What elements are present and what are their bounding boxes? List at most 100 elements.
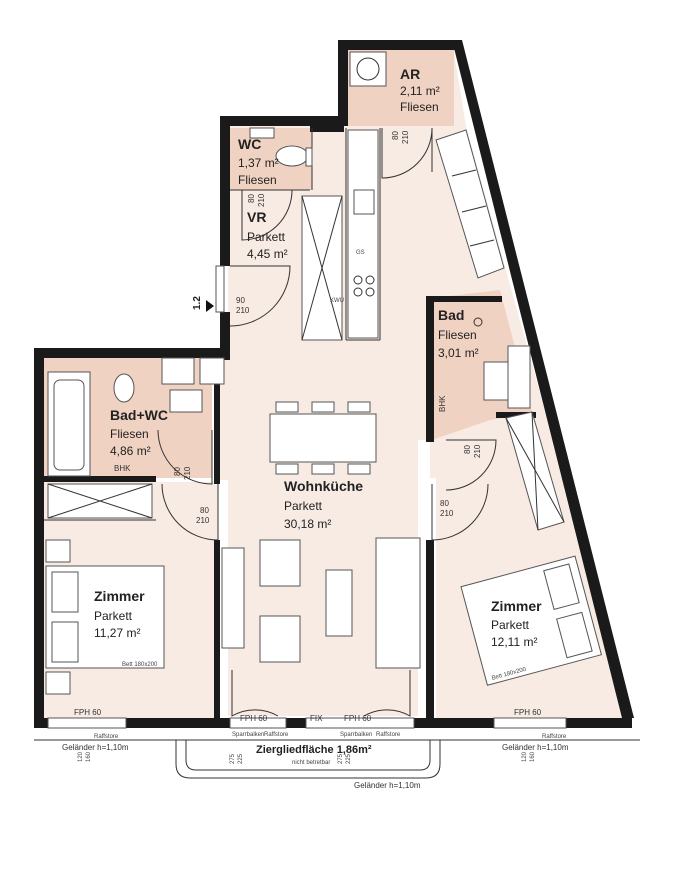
kitchen-gs-label: GS (356, 250, 365, 256)
door-entry[interactable] (229, 265, 291, 327)
door-bad-width: 80 (463, 445, 472, 454)
wc-area: 1,37 m² (238, 156, 279, 170)
sparrbalken-right: Sparrbalken (340, 732, 372, 738)
window-left-dim-a: 120 (78, 751, 84, 762)
gelaender-left: Geländer h=1,10m (62, 743, 129, 752)
walls (34, 40, 634, 728)
zimmer1-name: Zimmer (94, 588, 145, 604)
sparrbalken-left: Sparrbalken (232, 732, 264, 738)
fph-mid-left: FPH 60 (240, 714, 268, 723)
bed-left: Bett 180x200 (45, 539, 165, 695)
toilet-bad-icon (113, 373, 135, 403)
dining-table (269, 401, 377, 475)
door-wc-height: 210 (257, 193, 266, 207)
badwc-area: 4,86 m² (110, 444, 151, 458)
balcony-name: Ziergliedfläche 1,86m² (256, 744, 372, 756)
wardrobe-zimmer-right (505, 411, 565, 531)
door-zimmer-left[interactable] (161, 483, 219, 541)
bed-right: Bett 180x200 (460, 555, 603, 686)
balk-left-dim-a: 275 (230, 753, 236, 764)
door-zimmer2-height: 210 (440, 509, 454, 518)
vr-floor: Parkett (247, 230, 286, 244)
window-right-dim-b: 160 (530, 751, 536, 762)
raffstore-left: Raffstore (94, 734, 119, 740)
toilet-wc-icon (275, 145, 309, 167)
badwc-name: Bad+WC (110, 407, 168, 423)
balk-left-dim-b: 225 (238, 753, 244, 764)
fix-label: FIX (310, 714, 323, 723)
entry-arrow-icon (206, 300, 214, 312)
door-entry-width: 90 (236, 296, 245, 305)
badwc-floor: Fliesen (110, 427, 149, 441)
door-bad-height: 210 (473, 444, 482, 458)
door-badwc-width: 80 (173, 467, 182, 476)
kitchen-kwu-label: KWU (330, 298, 344, 304)
window-right-dim-a: 120 (522, 751, 528, 762)
balcony (34, 739, 640, 779)
fph-right: FPH 60 (514, 708, 542, 717)
fph-mid-right: FPH 60 (344, 714, 372, 723)
raffstore-mid-right: Raffstore (376, 732, 401, 738)
window-left-dim-b: 160 (86, 751, 92, 762)
wohnkueche-name: Wohnküche (284, 478, 363, 494)
ar-name: AR (400, 66, 420, 82)
balcony-note: nicht betretbar (292, 760, 330, 766)
balk-right-dim-b: 225 (346, 753, 352, 764)
door-entry-height: 210 (236, 306, 250, 315)
entry-marker: 1.2 (192, 296, 203, 310)
door-ar-width: 80 (391, 131, 400, 140)
wohnkueche-floor: Parkett (284, 499, 323, 513)
bad-floor: Fliesen (438, 328, 477, 342)
raffstore-right: Raffstore (542, 734, 567, 740)
zimmer1-floor: Parkett (94, 609, 133, 623)
ar-floor: Fliesen (400, 100, 439, 114)
fridge-column: KWU (301, 195, 344, 341)
door-badwc[interactable] (157, 429, 213, 485)
sanitary (47, 51, 531, 477)
wc-name: WC (238, 136, 261, 152)
door-zimmer2-width: 80 (440, 499, 449, 508)
door-badwc-height: 210 (183, 466, 192, 480)
door-wc-width: 80 (247, 194, 256, 203)
wardrobe-right (435, 129, 505, 279)
door-ar-height: 210 (401, 130, 410, 144)
doors (157, 127, 497, 717)
bad-name: Bad (438, 307, 464, 323)
zimmer2-area: 12,11 m² (491, 635, 537, 649)
door-zimmer-right[interactable] (431, 483, 489, 541)
misc-labels: BHK BHK FPH 60 FPH 60 FIX FPH 60 FPH 60 … (62, 395, 569, 790)
vr-name: VR (247, 209, 266, 225)
lounge (221, 537, 421, 669)
door-ar[interactable] (381, 127, 433, 179)
shower-icon (473, 317, 483, 327)
door-balcony-right[interactable] (363, 670, 411, 717)
wc-floor: Fliesen (238, 173, 277, 187)
kitchen-counter: GS (347, 129, 379, 339)
bed-left-size: Bett 180x200 (122, 662, 158, 668)
bad-bhk: BHK (438, 395, 447, 412)
zimmer2-floor: Parkett (491, 618, 530, 632)
wohnkueche-area: 30,18 m² (284, 517, 331, 531)
zimmer1-area: 11,27 m² (94, 626, 140, 640)
door-labels: 80 210 80 210 90 210 80 210 80 210 80 21… (173, 130, 482, 525)
zimmer2-name: Zimmer (491, 598, 542, 614)
windows (47, 265, 567, 729)
door-zimmer1-height: 210 (196, 516, 210, 525)
wardrobe-zimmer-left (47, 483, 153, 519)
door-zimmer1-width: 80 (200, 506, 209, 515)
bad-area: 3,01 m² (438, 346, 479, 360)
gelaender-right: Geländer h=1,10m (502, 743, 569, 752)
room-labels: AR 2,11 m² Fliesen WC 1,37 m² Fliesen VR… (94, 66, 542, 766)
balk-right-dim-a: 275 (338, 753, 344, 764)
gelaender-balcony: Geländer h=1,10m (354, 781, 421, 790)
floor-bad (432, 290, 532, 440)
vr-area: 4,45 m² (247, 247, 288, 261)
ar-area: 2,11 m² (400, 84, 440, 98)
sink-badwc-icon (169, 389, 203, 413)
door-bad[interactable] (445, 439, 497, 491)
badwc-bhk: BHK (114, 464, 131, 473)
door-wc[interactable] (241, 189, 293, 241)
door-balcony-left[interactable] (231, 670, 279, 717)
raffstore-mid-left: Raffstore (264, 732, 289, 738)
